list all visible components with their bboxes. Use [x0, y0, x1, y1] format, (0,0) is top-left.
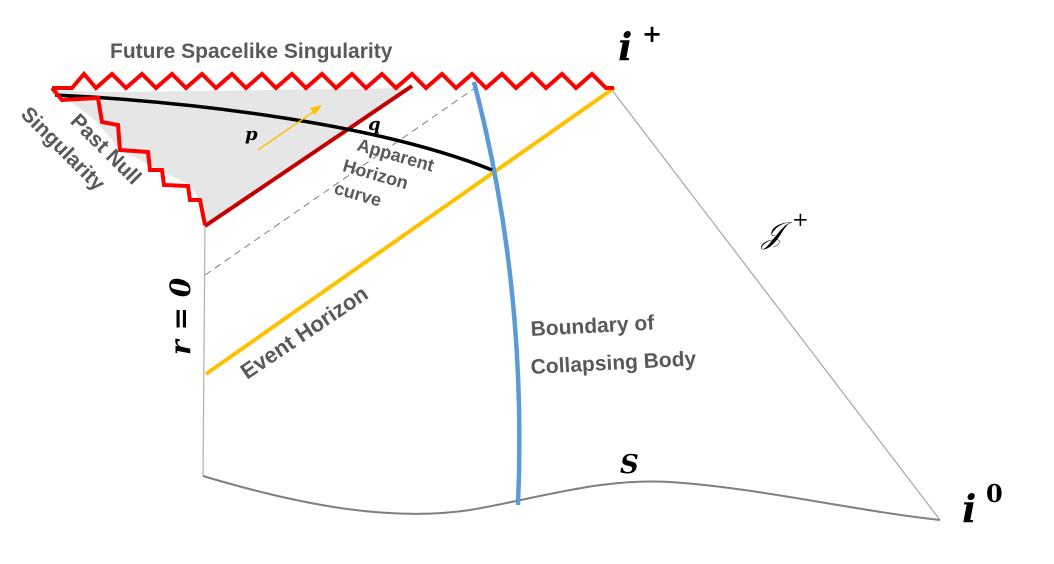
arrow-head: [310, 105, 322, 115]
future-singularity-zigzag: [52, 70, 614, 91]
boundary-label-line2: Collapsing Body: [530, 347, 697, 379]
surface-s-label: S: [620, 450, 639, 480]
event-horizon-line: [204, 86, 616, 376]
event-horizon-label: Event Horizon: [236, 281, 373, 384]
past-null-singularity-staircase: [50, 86, 207, 226]
future-singularity-label: Future Spacelike Singularity: [110, 40, 393, 63]
scri-plus-superscript: +: [792, 207, 809, 231]
point-q-label: q: [368, 114, 381, 135]
i-plus-superscript: +: [642, 19, 662, 48]
i-zero-label: i: [962, 486, 976, 531]
scri-plus-line: [611, 89, 941, 521]
r-zero-line: [202, 224, 206, 477]
trapped-direction-arrow: [257, 109, 317, 151]
i-plus-label: i: [618, 24, 632, 69]
dashed-null-ray: [204, 87, 476, 276]
initial-surface-s: [202, 475, 941, 521]
r-zero-label: r = 0: [164, 277, 197, 355]
scri-plus-label: 𝒥: [760, 216, 793, 251]
collapsing-body-boundary: [471, 81, 522, 506]
i-zero-superscript: 0: [986, 479, 1003, 508]
boundary-label-line1: Boundary of: [530, 312, 656, 341]
apparent-horizon-curve: [54, 93, 493, 172]
trapped-region: [55, 88, 412, 225]
point-p-label: p: [245, 124, 258, 145]
trapped-boundary-line: [203, 84, 414, 228]
